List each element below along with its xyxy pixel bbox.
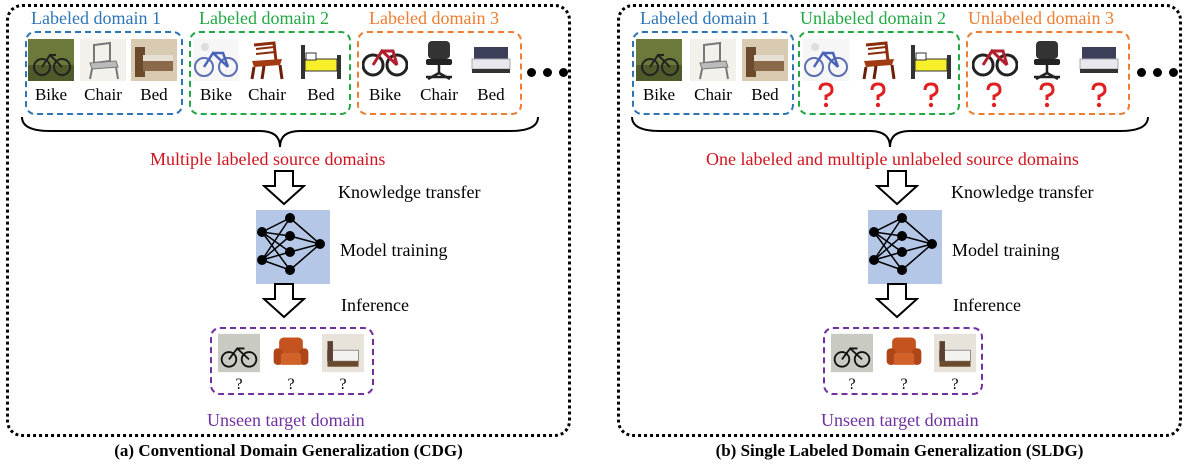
domain-box-1 bbox=[632, 31, 794, 115]
target-domain-box bbox=[823, 327, 983, 395]
bed-product-icon bbox=[1076, 39, 1122, 81]
bike-target-icon bbox=[831, 333, 873, 373]
bike-clipart-icon bbox=[193, 39, 239, 81]
model-box bbox=[868, 210, 942, 284]
class-label: Bike bbox=[368, 85, 402, 104]
domain-box-2 bbox=[189, 31, 351, 115]
office-chair-product-icon bbox=[416, 39, 462, 81]
class-label: Bed bbox=[140, 85, 168, 104]
bed-product-icon bbox=[468, 39, 514, 81]
domain-title-2: Labeled domain 2 bbox=[199, 8, 329, 28]
class-label: Chair bbox=[248, 85, 286, 104]
class-label: Chair bbox=[420, 85, 458, 104]
panel-single-labeled-dg bbox=[617, 4, 1182, 437]
unknown-label: ? bbox=[951, 376, 959, 393]
unknown-label-icon bbox=[923, 82, 939, 108]
unknown-label: ? bbox=[235, 376, 243, 393]
bed-clipart-icon bbox=[908, 39, 954, 81]
model-training-label: Model training bbox=[952, 240, 1060, 260]
bed-target-icon bbox=[322, 333, 364, 373]
bed-photo-icon bbox=[131, 39, 177, 81]
neural-network-icon bbox=[257, 213, 325, 275]
chair-photo-icon bbox=[80, 39, 126, 81]
target-domain-text: Unseen target domain bbox=[207, 410, 365, 430]
armchair-target-icon bbox=[883, 333, 925, 373]
domain-title-1: Labeled domain 1 bbox=[640, 8, 770, 28]
bike-photo-icon bbox=[636, 39, 682, 81]
domain-box-1 bbox=[25, 31, 183, 115]
unknown-label-icon bbox=[1039, 82, 1055, 108]
class-label: Bike bbox=[34, 85, 68, 104]
down-arrow-icon bbox=[262, 283, 306, 319]
model-training-label: Model training bbox=[340, 240, 448, 260]
brace-icon bbox=[21, 116, 539, 148]
unknown-label-icon bbox=[986, 82, 1002, 108]
bike-target-icon bbox=[218, 333, 260, 373]
domain-box-3 bbox=[966, 31, 1130, 115]
down-arrow-icon bbox=[875, 283, 919, 319]
inference-label: Inference bbox=[953, 295, 1021, 315]
domain-box-2 bbox=[798, 31, 960, 115]
domain-title-2: Unlabeled domain 2 bbox=[800, 8, 946, 28]
knowledge-transfer-label: Knowledge transfer bbox=[951, 182, 1094, 202]
model-box bbox=[256, 210, 330, 284]
unknown-label: ? bbox=[339, 376, 347, 393]
unknown-label-icon bbox=[1091, 82, 1107, 108]
target-domain-box bbox=[210, 327, 374, 395]
down-arrow-icon bbox=[875, 170, 919, 206]
more-domains-ellipsis bbox=[1137, 64, 1185, 82]
source-domains-text: One labeled and multiple unlabeled sourc… bbox=[706, 149, 1079, 169]
panel-conventional-dg bbox=[6, 4, 571, 437]
domain-title-3: Labeled domain 3 bbox=[369, 8, 499, 28]
chair-clipart-icon bbox=[244, 39, 290, 81]
class-label: Bike bbox=[642, 85, 676, 104]
class-label: Bed bbox=[477, 85, 505, 104]
bed-photo-icon bbox=[742, 39, 788, 81]
class-label: Bike bbox=[199, 85, 233, 104]
armchair-target-icon bbox=[270, 333, 312, 373]
bed-clipart-icon bbox=[298, 39, 344, 81]
office-chair-product-icon bbox=[1024, 39, 1070, 81]
class-label: Chair bbox=[84, 85, 122, 104]
brace-icon bbox=[631, 116, 1149, 148]
knowledge-transfer-label: Knowledge transfer bbox=[338, 182, 481, 202]
domain-title-3: Unlabeled domain 3 bbox=[968, 8, 1114, 28]
caption-b: (b) Single Labeled Domain Generalization… bbox=[715, 441, 1084, 460]
bed-target-icon bbox=[934, 333, 976, 373]
target-domain-text: Unseen target domain bbox=[821, 410, 979, 430]
unknown-label: ? bbox=[287, 376, 295, 393]
unknown-label: ? bbox=[848, 376, 856, 393]
bike-photo-icon bbox=[28, 39, 74, 81]
bike-product-icon bbox=[972, 39, 1018, 81]
source-domains-text: Multiple labeled source domains bbox=[150, 149, 386, 169]
inference-label: Inference bbox=[341, 295, 409, 315]
unknown-label-icon bbox=[870, 82, 886, 108]
more-domains-ellipsis bbox=[527, 64, 575, 82]
domain-box-3 bbox=[357, 31, 522, 115]
unknown-label: ? bbox=[900, 376, 908, 393]
chair-photo-icon bbox=[690, 39, 736, 81]
class-label: Bed bbox=[307, 85, 335, 104]
caption-a: (a) Conventional Domain Generalization (… bbox=[114, 441, 463, 460]
neural-network-icon bbox=[869, 213, 937, 275]
bike-product-icon bbox=[362, 39, 408, 81]
domain-title-1: Labeled domain 1 bbox=[31, 8, 161, 28]
bike-clipart-icon bbox=[803, 39, 849, 81]
unknown-label-icon bbox=[818, 82, 834, 108]
down-arrow-icon bbox=[262, 170, 306, 206]
class-label: Bed bbox=[751, 85, 779, 104]
class-label: Chair bbox=[694, 85, 732, 104]
chair-clipart-icon bbox=[856, 39, 902, 81]
